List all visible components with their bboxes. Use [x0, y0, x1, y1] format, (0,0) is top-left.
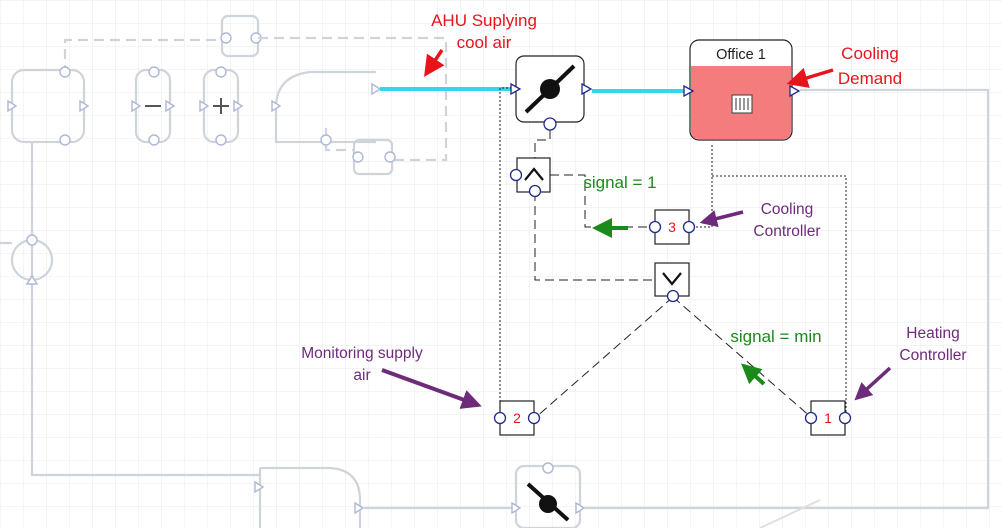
control-wiring — [499, 87, 847, 419]
office-zone[interactable]: Office 1 — [683, 39, 801, 141]
cooling-demand-label-line1: Cooling — [841, 44, 899, 63]
cooling-controller-label-line2: Controller — [753, 223, 820, 240]
max-selector-block[interactable] — [509, 157, 551, 198]
cooling-controller-arrow — [699, 210, 744, 228]
monitoring-label-line2: air — [353, 367, 370, 384]
min-selector-icon — [662, 272, 682, 286]
heating-controller-block[interactable]: 1 — [804, 400, 852, 436]
cooling-demand-label-line2: Demand — [838, 69, 902, 88]
radiator-icon — [731, 94, 753, 114]
cooling-controller-label-line1: Cooling — [761, 201, 814, 218]
cooling-demand-arrow — [786, 67, 834, 88]
min-selector-block[interactable] — [654, 262, 690, 303]
heating-controller-number: 1 — [824, 410, 832, 426]
signal-min-label: signal = min — [730, 327, 821, 346]
ahu-arrow — [424, 49, 445, 77]
monitoring-label-line1: Monitoring supply — [301, 345, 423, 362]
office-title: Office 1 — [716, 47, 766, 63]
ahu-label-line1: AHU Suplying — [431, 11, 537, 30]
heating-controller-arrow — [854, 366, 892, 401]
annotation-arrows — [381, 49, 892, 409]
signal-one-label: signal = 1 — [583, 173, 656, 192]
heating-controller-label-line1: Heating — [906, 325, 959, 342]
cooling-controller-block[interactable]: 3 — [648, 209, 696, 245]
ahu-label-line2: cool air — [457, 33, 512, 52]
max-selector-icon — [524, 167, 544, 181]
cooling-controller-number: 3 — [668, 219, 676, 235]
signal-min-arrow — [741, 363, 766, 386]
monitoring-arrow — [381, 368, 482, 409]
supply-air-line — [380, 87, 686, 93]
monitoring-controller-number: 2 — [513, 410, 521, 426]
faded-components — [0, 14, 990, 528]
heating-controller-label-line2: Controller — [899, 347, 966, 364]
damper-icon — [524, 64, 576, 114]
annotation-labels: AHU Suplying cool air Cooling Demand sig… — [301, 11, 966, 384]
monitoring-controller-block[interactable]: 2 — [493, 400, 541, 436]
damper-block[interactable] — [510, 55, 593, 131]
